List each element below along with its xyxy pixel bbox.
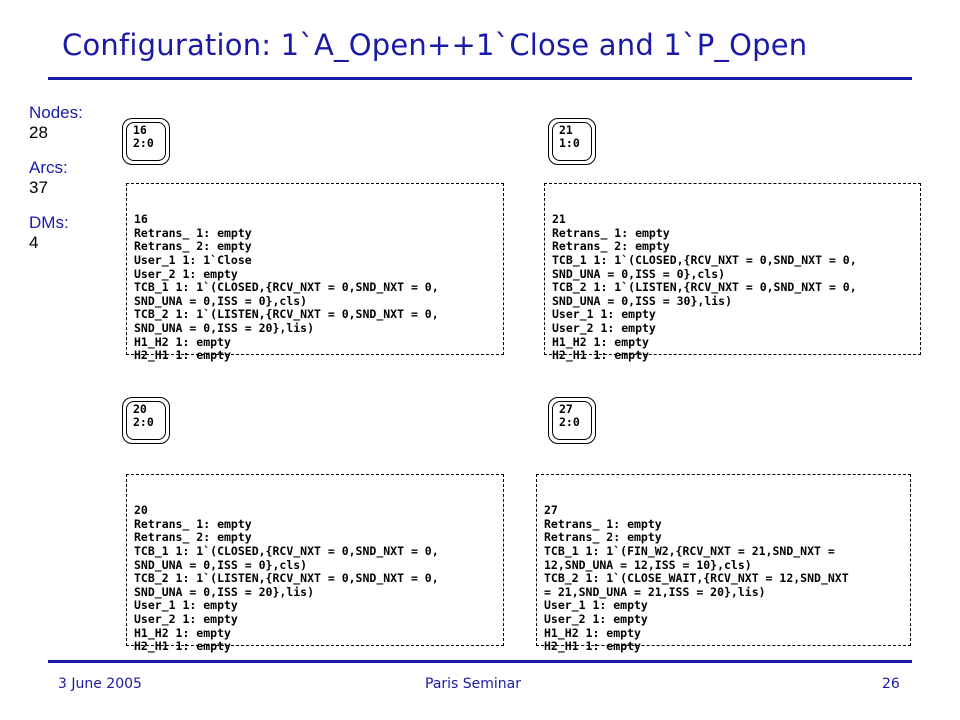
nodes-label: Nodes: [29,103,83,122]
footer-page-number: 26 [882,676,900,692]
dms-value: 4 [29,233,39,252]
footer-divider [48,660,912,663]
statistics-panel: Nodes: 28 Arcs: 37 DMs: 4 [29,103,109,268]
title-divider [48,77,912,80]
nodes-value: 28 [29,123,48,142]
footer-event: Paris Seminar [425,676,522,692]
slide-title: Configuration: 1`A_Open++1`Close and 1`P… [62,28,808,62]
arcs-value: 37 [29,178,48,197]
arcs-label: Arcs: [29,158,68,177]
dms-label: DMs: [29,213,69,232]
footer-date: 3 June 2005 [58,676,142,692]
